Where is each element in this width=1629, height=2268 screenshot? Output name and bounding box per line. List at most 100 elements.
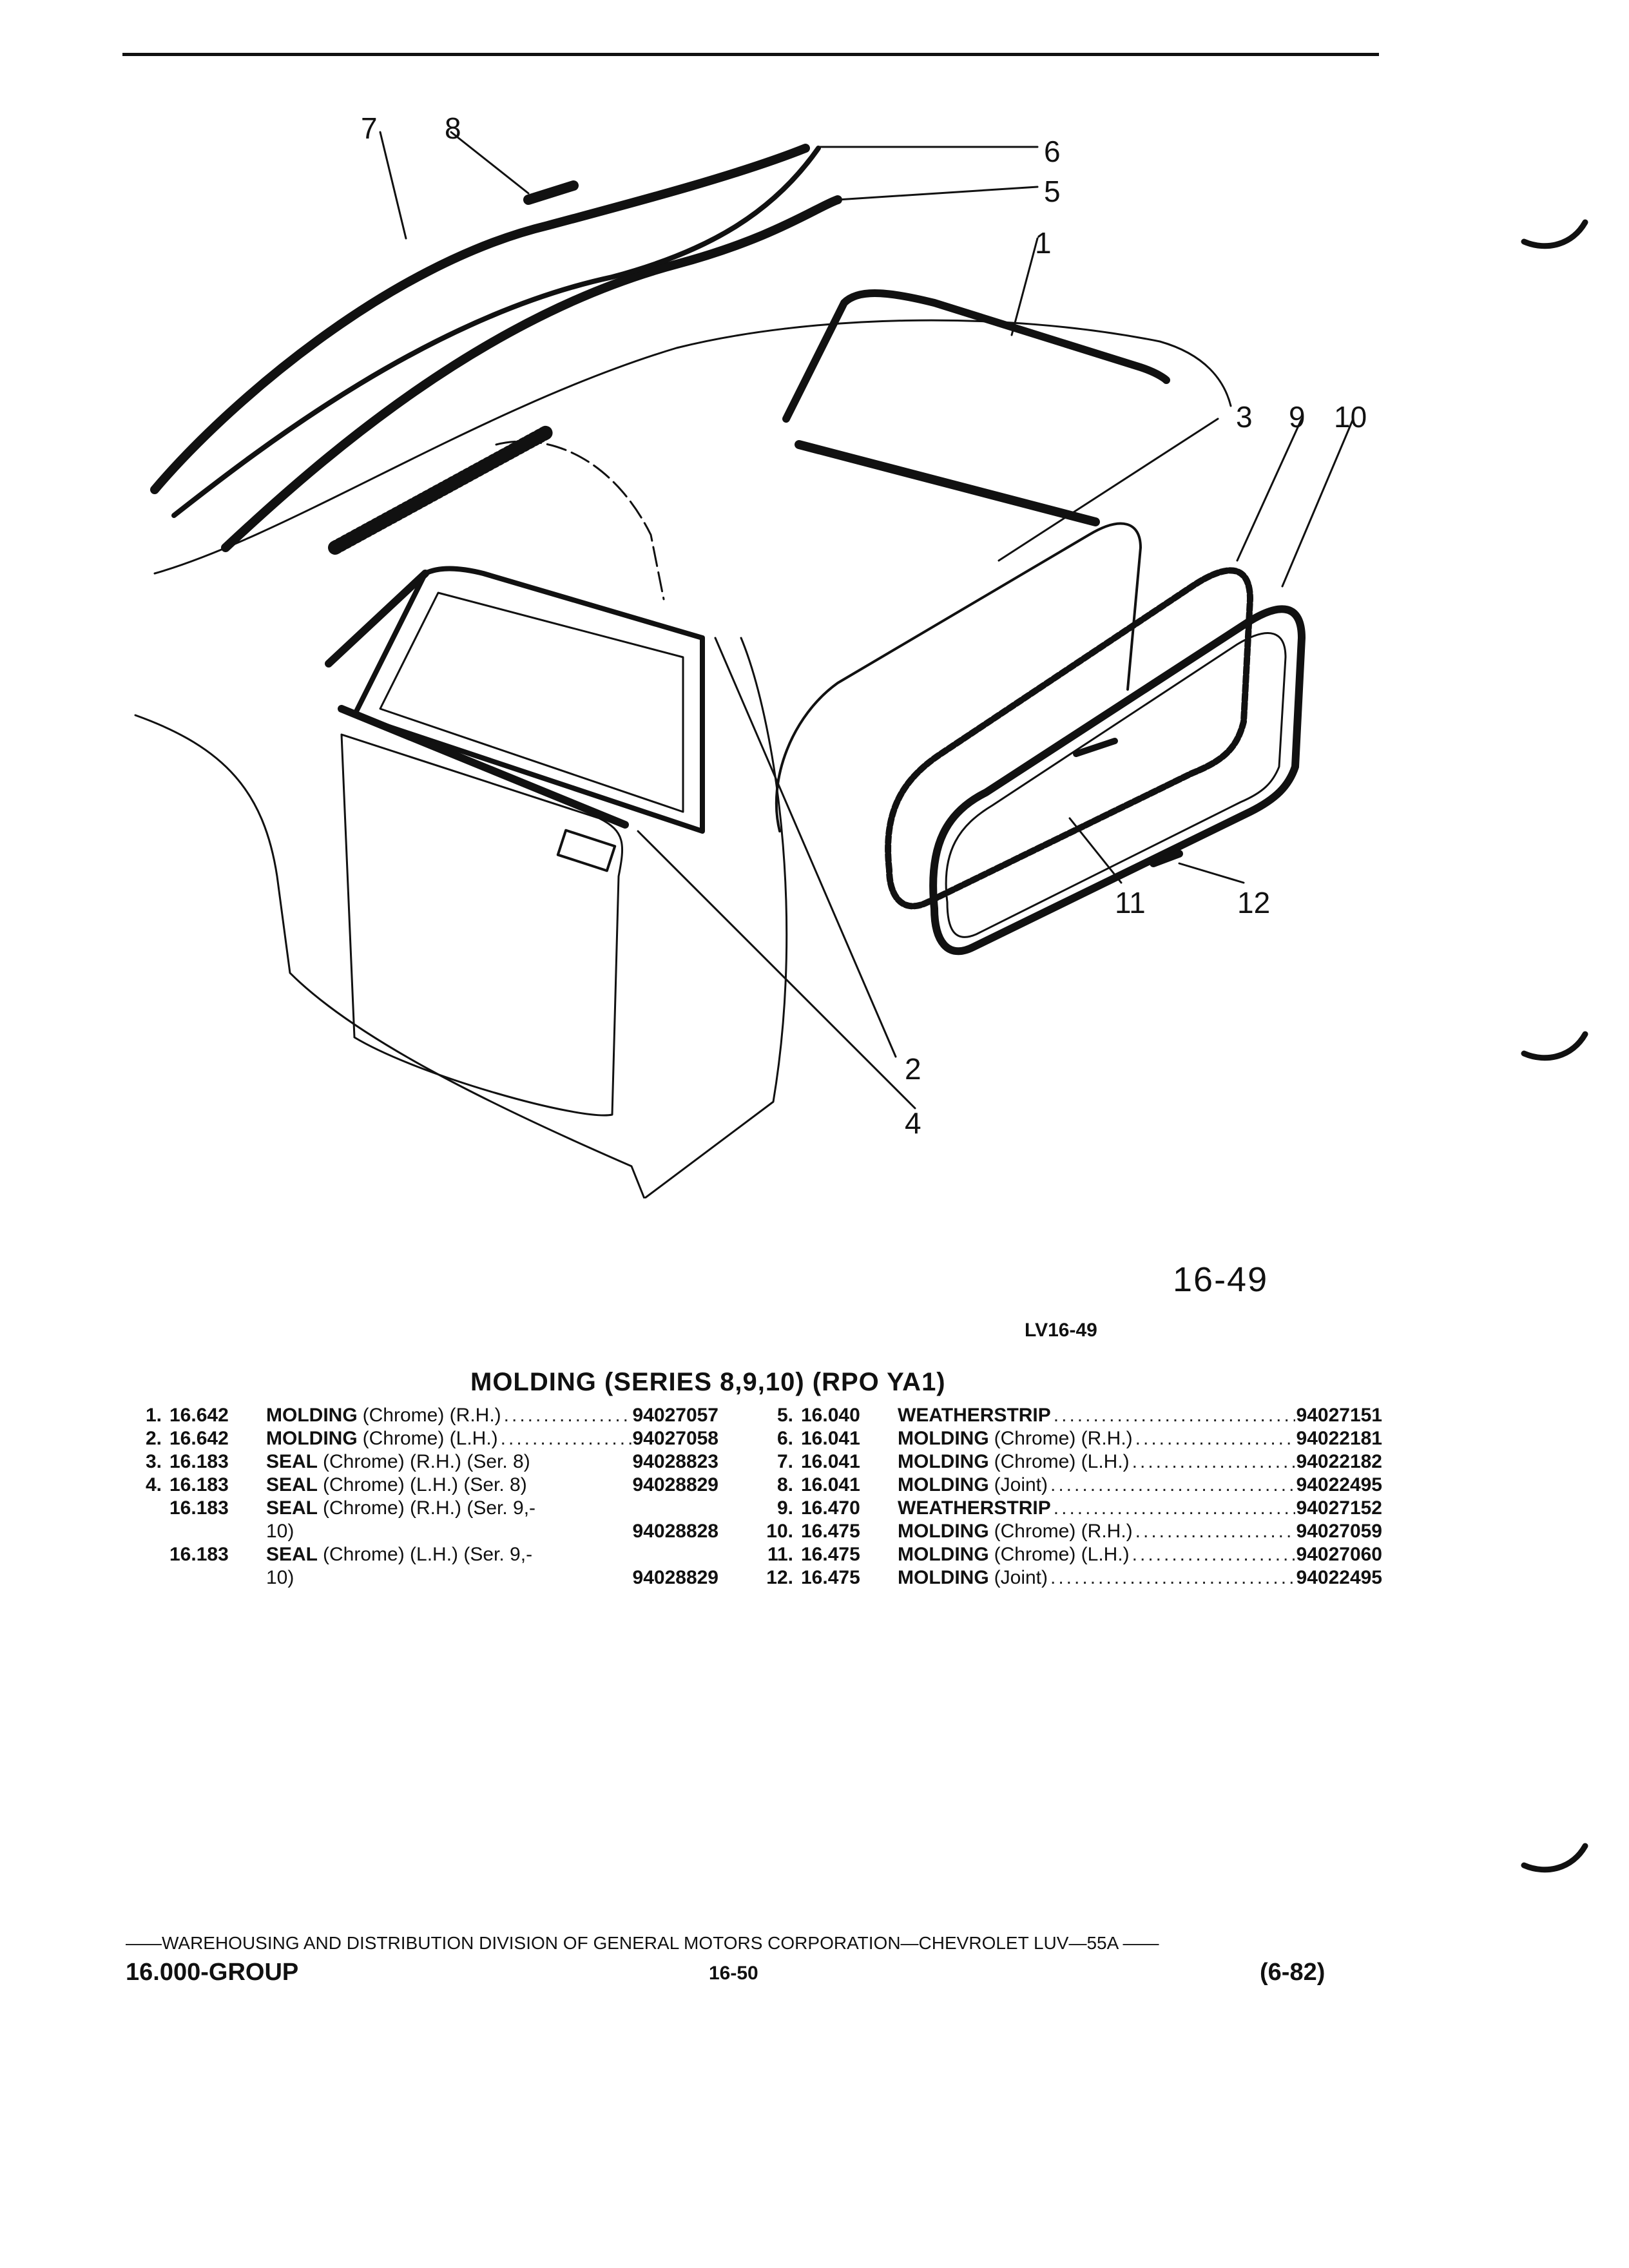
part-number: 94027151 bbox=[1296, 1405, 1382, 1426]
group-number: 16.475 bbox=[801, 1544, 860, 1565]
group-number: 16.642 bbox=[169, 1428, 229, 1449]
group-number: 16.040 bbox=[801, 1405, 860, 1426]
callout-3: 3 bbox=[1236, 400, 1253, 434]
parts-row: 6. 16.041 MOLDING (Chrome) (R.H.) 940221… bbox=[757, 1428, 1382, 1451]
part-name: MOLDING bbox=[898, 1521, 989, 1542]
leader-dots bbox=[1054, 1497, 1295, 1519]
joint-molding-11 bbox=[1073, 738, 1118, 757]
part-qualifier: (Chrome) (R.H.) bbox=[994, 1428, 1133, 1449]
part-number: 94027152 bbox=[1296, 1497, 1382, 1519]
rear-molding-1 bbox=[782, 289, 1170, 423]
item-number: 4. bbox=[145, 1474, 162, 1495]
parts-row: 16.183 SEAL (Chrome) (R.H.) (Ser. 9,- bbox=[126, 1497, 718, 1521]
item-number: 11. bbox=[767, 1544, 793, 1565]
part-qualifier: (Chrome) (L.H.) bbox=[994, 1451, 1130, 1472]
part-description-continued: 10) bbox=[126, 1567, 631, 1589]
a-pillar-molding bbox=[325, 570, 429, 668]
group-number: 16.642 bbox=[169, 1405, 229, 1426]
part-number: 94027058 bbox=[632, 1428, 718, 1449]
rear-molding-1-lower bbox=[795, 440, 1100, 526]
part-number: 94022182 bbox=[1296, 1451, 1382, 1472]
parts-row: 7. 16.041 MOLDING (Chrome) (L.H.) 940221… bbox=[757, 1451, 1382, 1474]
part-description: WEATHERSTRIP bbox=[898, 1405, 1295, 1427]
part-qualifier: (Chrome) (L.H.) bbox=[362, 1428, 498, 1449]
part-name: MOLDING bbox=[898, 1451, 989, 1472]
leader-line-10 bbox=[1281, 418, 1354, 588]
parts-row: 11. 16.475 MOLDING (Chrome) (L.H.) 94027… bbox=[757, 1544, 1382, 1567]
callout-2: 2 bbox=[905, 1052, 921, 1086]
part-name: SEAL bbox=[266, 1497, 318, 1519]
item-number: 9. bbox=[776, 1497, 793, 1519]
callout-9: 9 bbox=[1289, 400, 1306, 434]
group-number: 16.041 bbox=[801, 1474, 860, 1495]
cab-rear-pillar bbox=[643, 637, 788, 1198]
parts-row: 1. 16.642 MOLDING (Chrome) (R.H.) 940270… bbox=[126, 1405, 718, 1428]
binder-mark bbox=[1521, 1843, 1588, 1873]
footer-group: 16.000-GROUP bbox=[126, 1959, 299, 1986]
part-description: MOLDING (Chrome) (R.H.) bbox=[898, 1521, 1295, 1542]
windshield-molding-7 bbox=[150, 144, 810, 494]
door-handle bbox=[556, 829, 617, 872]
leader-line-9 bbox=[1236, 418, 1303, 562]
leader-line-5 bbox=[836, 186, 1039, 201]
part-qualifier-continued: 10) bbox=[266, 1567, 294, 1588]
section-title: MOLDING (SERIES 8,9,10) (RPO YA1) bbox=[470, 1368, 946, 1396]
windshield-molding-6 bbox=[171, 146, 821, 518]
part-number: 94027057 bbox=[632, 1405, 718, 1426]
leader-line-3 bbox=[998, 418, 1219, 562]
leader-dots bbox=[1050, 1474, 1295, 1496]
item-number: 1. bbox=[145, 1405, 162, 1426]
figure-reference: LV16-49 bbox=[1025, 1320, 1097, 1341]
part-qualifier: (Chrome) (R.H.) (Ser. 8) bbox=[323, 1451, 530, 1472]
leader-line-4 bbox=[637, 830, 916, 1110]
part-description: SEAL (Chrome) (L.H.) (Ser. 9,- bbox=[266, 1544, 718, 1566]
part-number: 94022495 bbox=[1296, 1474, 1382, 1495]
item-number: 8. bbox=[776, 1474, 793, 1495]
leader-line-8 bbox=[450, 131, 530, 195]
parts-row: 12. 16.475 MOLDING (Joint) 94022495 bbox=[757, 1567, 1382, 1590]
part-description: SEAL (Chrome) (R.H.) (Ser. 9,- bbox=[266, 1497, 718, 1519]
callout-1: 1 bbox=[1035, 226, 1052, 260]
callout-8: 8 bbox=[445, 111, 461, 145]
group-number: 16.041 bbox=[801, 1451, 860, 1472]
group-number: 16.470 bbox=[801, 1497, 860, 1519]
parts-row: 3. 16.183 SEAL (Chrome) (R.H.) (Ser. 8) … bbox=[126, 1451, 718, 1474]
joint-molding-12 bbox=[1150, 850, 1183, 867]
part-qualifier: (Chrome) (R.H.) bbox=[362, 1405, 501, 1426]
footer-page-number: 16-50 bbox=[709, 1963, 758, 1984]
back-window-molding-inner bbox=[945, 632, 1287, 938]
part-name: WEATHERSTRIP bbox=[898, 1497, 1051, 1519]
callout-6: 6 bbox=[1044, 135, 1061, 168]
part-number: 94028829 bbox=[632, 1567, 718, 1588]
footer-publisher-line: ——WAREHOUSING AND DISTRIBUTION DIVISION … bbox=[126, 1933, 1159, 1953]
exploded-view-illustration bbox=[134, 131, 1354, 1198]
callout-11: 11 bbox=[1115, 886, 1146, 919]
group-number: 16.183 bbox=[169, 1544, 229, 1565]
item-number: 12. bbox=[766, 1567, 793, 1588]
part-number: 94028823 bbox=[632, 1451, 718, 1472]
part-description: MOLDING (Chrome) (L.H.) bbox=[898, 1451, 1295, 1473]
part-qualifier: (Chrome) (L.H.) (Ser. 9,- bbox=[323, 1544, 533, 1565]
part-name: MOLDING bbox=[898, 1567, 989, 1588]
part-qualifier: (Chrome) (L.H.) bbox=[994, 1544, 1130, 1565]
part-name: SEAL bbox=[266, 1544, 318, 1565]
group-number: 16.183 bbox=[169, 1474, 229, 1495]
parts-row: 10. 16.475 MOLDING (Chrome) (R.H.) 94027… bbox=[757, 1521, 1382, 1544]
door-window-glass bbox=[379, 591, 684, 813]
cab-side-outline bbox=[134, 714, 646, 1198]
leader-dots bbox=[1135, 1428, 1295, 1450]
part-name: MOLDING bbox=[266, 1428, 358, 1449]
parts-row: 9. 16.470 WEATHERSTRIP 94027152 bbox=[757, 1497, 1382, 1521]
leader-dots bbox=[296, 1567, 631, 1589]
leader-dots bbox=[1054, 1405, 1295, 1427]
parts-list-right: 5. 16.040 WEATHERSTRIP 94027151 6. 16.04… bbox=[757, 1405, 1382, 1590]
leader-line-12 bbox=[1178, 862, 1245, 884]
leader-line-7 bbox=[379, 131, 407, 240]
group-number: 16.183 bbox=[169, 1451, 229, 1472]
part-name: MOLDING bbox=[898, 1544, 989, 1565]
cowl-vents bbox=[328, 425, 555, 555]
group-number: 16.475 bbox=[801, 1521, 860, 1542]
item-number: 10. bbox=[766, 1521, 793, 1542]
part-qualifier-continued: 10) bbox=[266, 1521, 294, 1542]
